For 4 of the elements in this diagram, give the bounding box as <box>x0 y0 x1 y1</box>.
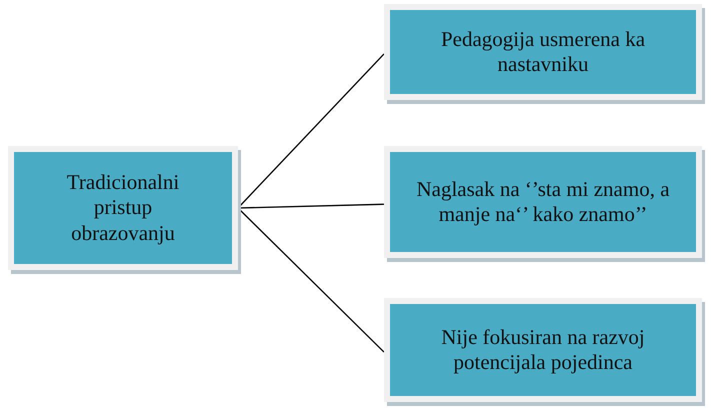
box-text: Tradicionalni pristup obrazovanju <box>66 170 180 246</box>
box-text: Nije fokusiran na razvoj potencijala pojedinca <box>440 324 646 376</box>
box-text: Pedagogija usmerena ka nastavniku <box>440 26 646 78</box>
box-text: Naglasak na ‘’sta mi znamo, a manje na‘’ kako znamo’’ <box>415 176 671 228</box>
